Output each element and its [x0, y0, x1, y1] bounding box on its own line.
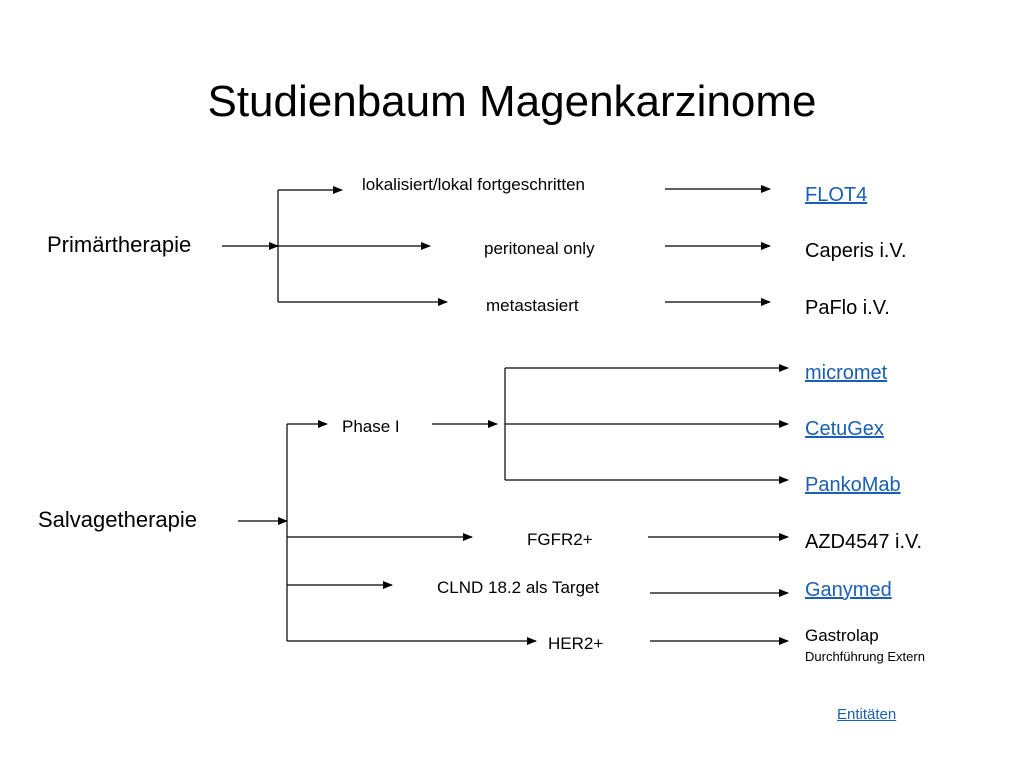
salvage-branch-label-her2: HER2+: [548, 634, 604, 653]
salvage-therapy-label: Salvagetherapie: [38, 507, 198, 532]
entitaeten-link[interactable]: Entitäten: [837, 706, 897, 723]
primary-branch-label-2: peritoneal only: [484, 239, 595, 258]
salvage-branch-label-clnd: CLND 18.2 als Target: [437, 578, 600, 597]
result-azd4547: AZD4547 i.V.: [805, 531, 923, 553]
result-caperis: Caperis i.V.: [805, 240, 907, 262]
result-gastrolap-note: Durchführung Extern: [805, 649, 925, 664]
result-link-cetugex[interactable]: CetuGex: [805, 418, 884, 440]
primary-therapy-label: Primärtherapie: [47, 232, 192, 257]
result-link-flot4[interactable]: FLOT4: [805, 184, 868, 206]
primary-branch-label-1: lokalisiert/lokal fortgeschritten: [362, 175, 585, 194]
result-gastrolap: Gastrolap: [805, 626, 879, 645]
primary-branch-label-3: metastasiert: [486, 296, 579, 315]
result-link-micromet[interactable]: micromet: [805, 362, 888, 384]
salvage-branch-label-fgfr2: FGFR2+: [527, 530, 593, 549]
page-title: Studienbaum Magenkarzinome: [207, 77, 817, 126]
result-paflo: PaFlo i.V.: [805, 297, 890, 319]
result-link-ganymed[interactable]: Ganymed: [805, 579, 892, 601]
phase1-label: Phase I: [342, 417, 400, 436]
result-link-pankomab[interactable]: PankoMab: [805, 474, 901, 496]
